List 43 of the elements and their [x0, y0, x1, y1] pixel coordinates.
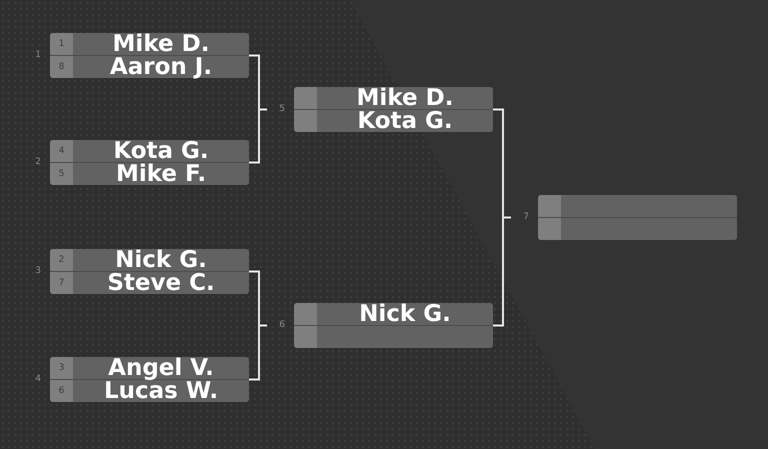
match-number: 6	[279, 320, 285, 331]
player-slot	[50, 56, 249, 78]
player-name: Kota G.	[357, 110, 453, 132]
seed-number: 1	[50, 33, 73, 55]
seed-number: 5	[50, 163, 73, 185]
match-number: 4	[35, 374, 41, 385]
seed-number: 7	[50, 272, 73, 294]
player-name: Aaron J.	[110, 56, 212, 78]
player-slot	[50, 140, 249, 162]
seed-number: 6	[50, 380, 73, 402]
seed-number: 4	[50, 140, 73, 162]
player-slot	[50, 249, 249, 271]
player-name: Mike D.	[356, 87, 454, 109]
player-slot	[50, 163, 249, 185]
seed-number: 2	[50, 249, 73, 271]
player-slot	[294, 110, 493, 132]
empty-player-slot	[294, 326, 493, 348]
player-name: Lucas W.	[104, 380, 218, 402]
player-slot	[50, 357, 249, 379]
player-name: Nick G.	[115, 249, 207, 271]
match-number: 7	[523, 212, 529, 223]
player-name: Nick G.	[359, 303, 451, 325]
player-name: Mike F.	[116, 163, 206, 185]
seed-number: 3	[50, 357, 73, 379]
bracket-line	[493, 216, 511, 326]
match-number: 5	[279, 104, 285, 115]
match-number: 1	[35, 50, 41, 61]
player-slot	[294, 303, 493, 325]
player-slot	[50, 33, 249, 55]
empty-player-slot	[538, 195, 737, 217]
player-name: Mike D.	[112, 33, 210, 55]
match-number: 3	[35, 266, 41, 277]
player-slot	[50, 380, 249, 402]
bracket-line	[249, 108, 267, 164]
seed-number: 8	[50, 56, 73, 78]
player-name: Kota G.	[113, 140, 209, 162]
player-name: Steve C.	[107, 272, 215, 294]
bracket-line	[249, 324, 267, 380]
player-slot	[50, 272, 249, 294]
player-name: Angel V.	[108, 357, 214, 379]
match-number: 2	[35, 157, 41, 168]
empty-player-slot	[538, 218, 737, 240]
player-slot	[294, 87, 493, 109]
